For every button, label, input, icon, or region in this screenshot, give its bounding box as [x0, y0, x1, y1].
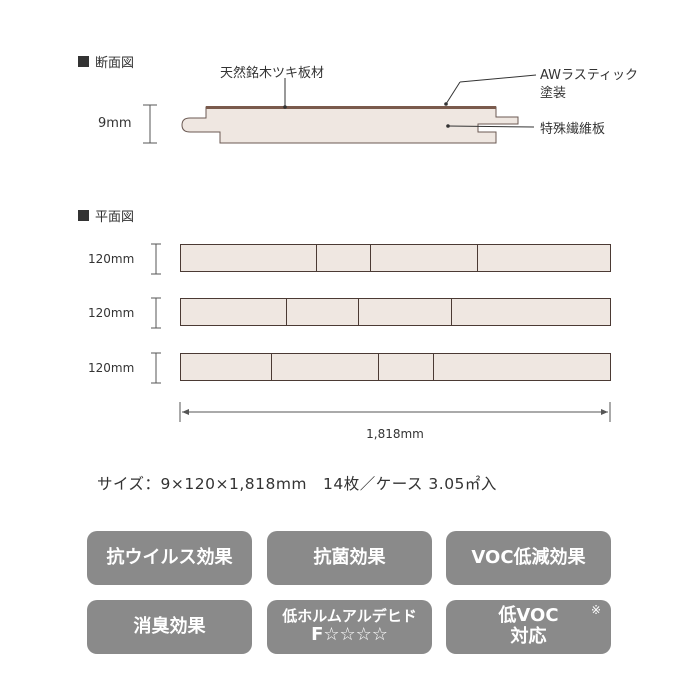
plank-seam	[378, 354, 379, 380]
coating-label-line1: AWラスティック	[540, 68, 638, 83]
plank-seam	[271, 354, 272, 380]
plank-row-1	[180, 244, 611, 272]
thickness-dimension	[143, 104, 157, 144]
core-label: 特殊繊維板	[540, 122, 606, 137]
plank-seam	[316, 245, 317, 271]
plank-row-3	[180, 353, 611, 381]
plan-dimension-marks	[151, 243, 611, 422]
plank-seam	[451, 299, 452, 325]
veneer-label: 天然銘木ツキ板材	[220, 66, 325, 81]
cross-section-title: 断面図	[78, 52, 134, 71]
row-1-width-bracket	[151, 243, 161, 275]
badge-deodorizing: 消臭効果	[87, 600, 252, 654]
coating-label-line2: 塗装	[540, 86, 567, 101]
veneer-layer	[206, 106, 496, 109]
badge-voc-reduction: VOC低減効果	[446, 531, 611, 585]
spec-line: サイズ：9×120×1,818mm 14枚／ケース 3.05㎡入	[97, 475, 497, 493]
coating-leader-b	[445, 81, 461, 105]
length-label: 1,818mm	[366, 427, 424, 441]
section-bullet-icon	[78, 56, 89, 67]
cross-section-diagram	[143, 74, 537, 144]
plank-seam	[286, 299, 287, 325]
plank-seam	[370, 245, 371, 271]
veneer-leader-dot	[283, 105, 287, 109]
badge-antibacterial: 抗菌効果	[267, 531, 432, 585]
row-1-width-label: 120mm	[88, 252, 135, 266]
board-profile	[181, 106, 519, 144]
plank-row-2	[180, 298, 611, 326]
plank-seam	[433, 354, 434, 380]
row-3-width-label: 120mm	[88, 361, 135, 375]
thickness-label: 9mm	[98, 116, 132, 131]
coating-leader-dot	[444, 102, 448, 106]
length-dimension	[179, 402, 611, 422]
badge-low-formaldehyde: 低ホルムアルデヒド F☆☆☆☆	[267, 600, 432, 654]
badge-low-voc: 低VOC 対応 ※	[446, 600, 611, 654]
row-2-width-label: 120mm	[88, 306, 135, 320]
footnote-mark: ※	[590, 603, 601, 617]
row-3-width-bracket	[151, 352, 161, 384]
coating-leader-a	[459, 74, 537, 83]
core-leader	[447, 125, 535, 128]
row-2-width-bracket	[151, 297, 161, 329]
plank-seam	[477, 245, 478, 271]
plank-seam	[358, 299, 359, 325]
plan-view-title: 平面図	[78, 206, 134, 225]
core-leader-dot	[446, 124, 450, 128]
badge-antiviral: 抗ウイルス効果	[87, 531, 252, 585]
section-bullet-icon	[78, 210, 89, 221]
